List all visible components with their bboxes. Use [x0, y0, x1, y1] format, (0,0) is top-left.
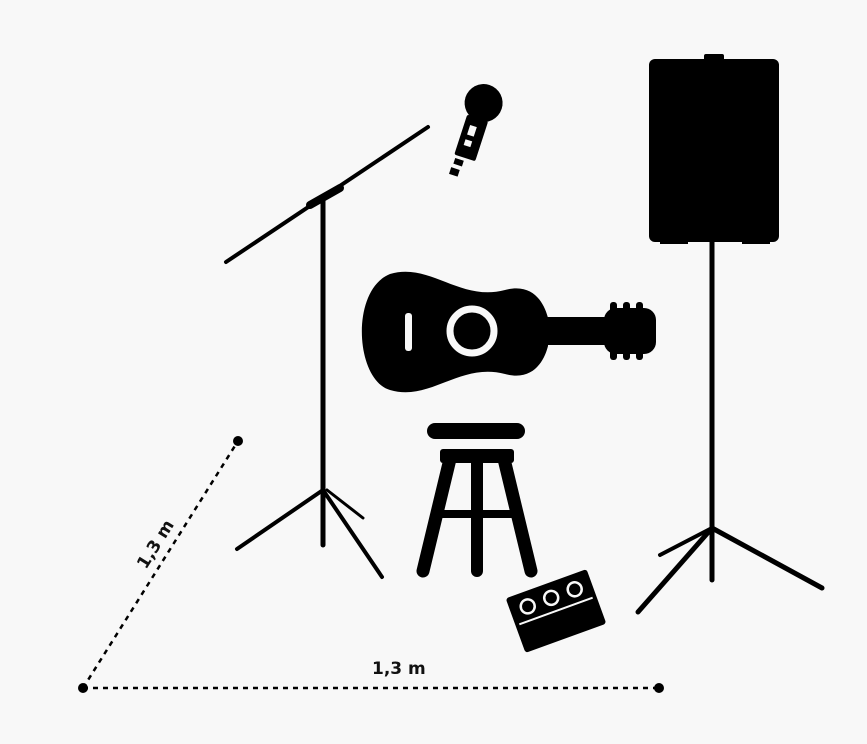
dimension-line-horizontal	[78, 683, 664, 693]
dimension-endpoint	[233, 436, 243, 446]
speaker-stand-icon	[638, 228, 822, 612]
dimension-label-horizontal: 1,3 m	[372, 659, 426, 679]
guitar-icon	[362, 272, 656, 393]
microphone-icon	[441, 79, 507, 183]
dimension-line-diagonal	[83, 436, 243, 688]
pedal-icon	[506, 569, 607, 653]
speaker-icon	[649, 54, 779, 244]
dimension-endpoint	[654, 683, 664, 693]
dimension-endpoint	[78, 683, 88, 693]
stool-icon	[423, 423, 531, 571]
dimension-label-diagonal: 1,3 m	[133, 516, 178, 572]
